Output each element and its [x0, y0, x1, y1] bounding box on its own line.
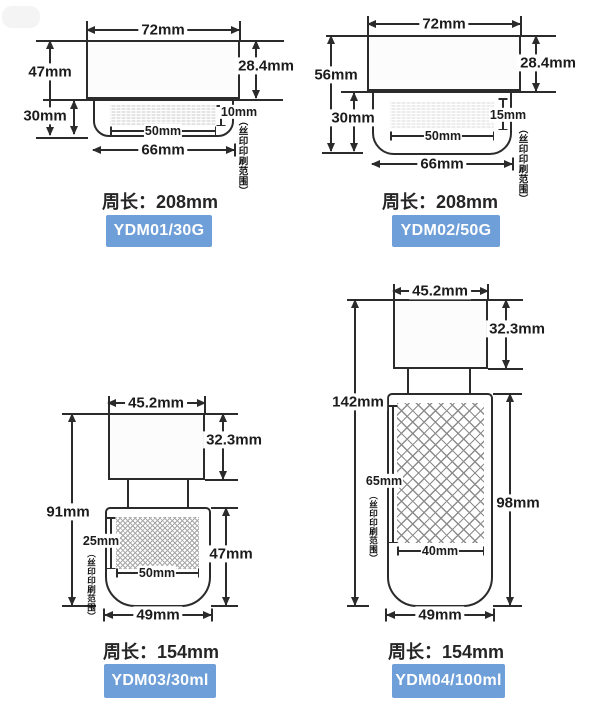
dim-line-base-height — [73, 101, 75, 134]
dim-line-total-height — [354, 300, 356, 605]
dim-label-base-height: 30mm — [20, 107, 70, 125]
dim-label-total-height: 142mm — [329, 393, 387, 411]
cap-outline — [86, 40, 240, 99]
dim-label-cap-height: 32.3mm — [203, 431, 265, 449]
cap-outline — [393, 299, 488, 369]
print-area-hatch — [390, 101, 494, 129]
model-badge: YDM03/30ml — [104, 664, 216, 698]
silkscreen-range-note: （丝印印刷范围） — [86, 549, 97, 621]
dim-label-print-height: 25mm — [81, 533, 121, 549]
dim-label-print-height: 15mm — [488, 107, 528, 123]
dim-label-base-height: 47mm — [206, 545, 256, 563]
extension-line-bottom-left — [62, 605, 96, 607]
dim-label-base-width: 49mm — [415, 606, 465, 624]
silkscreen-range-note: （丝印印刷范围） — [368, 491, 379, 563]
dim-label-cap-height: 28.4mm — [517, 54, 579, 72]
dim-line-total-height — [330, 36, 332, 151]
model-badge: YDM01/30G — [106, 215, 212, 247]
dim-label-top-width: 72mm — [138, 21, 188, 39]
dim-label-base-width: 66mm — [417, 155, 467, 173]
dim-label-total-height: 47mm — [25, 63, 75, 81]
perimeter-text: 周长：154mm — [102, 642, 220, 662]
perimeter-text: 周长：154mm — [387, 642, 505, 662]
dim-label-cap-height: 32.3mm — [486, 320, 548, 338]
dim-label-print-width: 50mm — [423, 128, 463, 144]
dim-label-top-width: 45.2mm — [125, 394, 187, 412]
dim-label-print-height: 65mm — [364, 473, 404, 489]
model-badge: YDM04/100ml — [392, 664, 505, 698]
dim-label-print-height: 10mm — [219, 104, 259, 120]
perimeter-text: 周长：208mm — [381, 192, 499, 212]
silkscreen-range-note: （丝印印刷范围） — [236, 116, 248, 196]
neck-outline — [127, 480, 189, 507]
dim-label-top-width: 72mm — [419, 15, 469, 33]
dim-line-total-height — [49, 41, 51, 135]
dim-label-total-height: 56mm — [311, 66, 361, 84]
dim-label-cap-height: 28.4mm — [235, 57, 297, 75]
cap-outline — [367, 35, 521, 91]
neck-outline — [407, 369, 471, 393]
print-area-hatch — [110, 105, 216, 126]
perimeter-text: 周长：208mm — [101, 192, 219, 212]
extension-line-body-bottom — [36, 137, 88, 139]
dim-label-print-width: 50mm — [137, 565, 177, 581]
dim-label-base-height: 30mm — [328, 109, 378, 127]
extension-line-body-bottom — [322, 152, 363, 154]
dim-label-base-width: 66mm — [138, 141, 188, 159]
dim-label-base-height: 98mm — [493, 494, 543, 512]
silkscreen-range-note: （丝印印刷范围） — [516, 124, 528, 204]
dim-label-top-width: 45.2mm — [409, 282, 471, 300]
dim-label-print-width: 50mm — [143, 123, 183, 139]
watermark-smudge — [2, 6, 40, 28]
dim-label-total-height: 91mm — [43, 503, 93, 521]
model-badge: YDM02/50G — [392, 215, 500, 247]
dim-label-print-width: 40mm — [420, 543, 460, 559]
print-area-hatch — [116, 517, 199, 569]
dim-label-base-width: 49mm — [133, 606, 183, 624]
print-area-hatch — [397, 403, 484, 543]
